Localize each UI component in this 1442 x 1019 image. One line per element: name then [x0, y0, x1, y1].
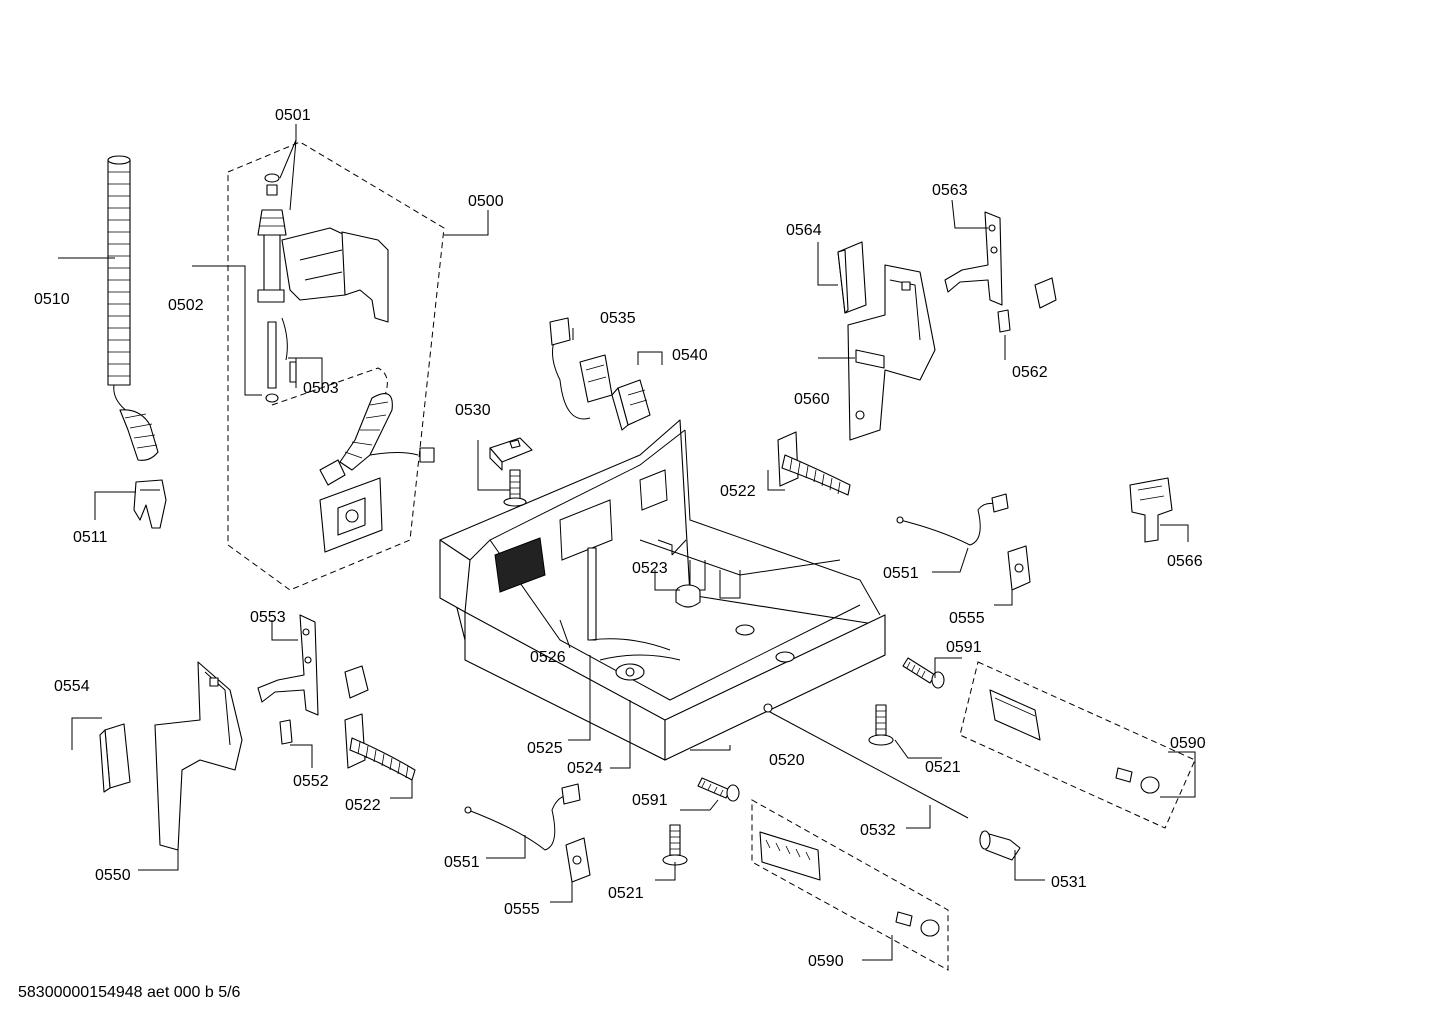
- bracket-0564: [837, 241, 867, 314]
- cable-holder-0555-right: [1007, 545, 1031, 591]
- drain-hose-0510: [107, 155, 159, 461]
- label-0550: 0550: [95, 867, 131, 884]
- label-0560: 0560: [794, 391, 830, 408]
- hose-outline-dashed: [271, 367, 388, 406]
- screw-0521-lower: [662, 824, 688, 866]
- hinge-plate-0553: [257, 614, 369, 716]
- label-0562: 0562: [1012, 364, 1048, 381]
- label-0526: 0526: [530, 649, 566, 666]
- label-0521-right: 0521: [925, 759, 961, 776]
- label-0554: 0554: [54, 678, 90, 695]
- bezel-0590-lower: [759, 831, 940, 937]
- bolt-0591-lower: [697, 777, 740, 802]
- spring-0522-upper: [777, 431, 851, 496]
- label-0540: 0540: [672, 347, 708, 364]
- label-0532: 0532: [860, 822, 896, 839]
- label-0530: 0530: [455, 402, 491, 419]
- spring-0522-lower: [344, 713, 416, 781]
- label-0564: 0564: [786, 222, 822, 239]
- cable-0535: [549, 317, 613, 420]
- label-0520: 0520: [769, 752, 805, 769]
- float-switch-0530: [489, 437, 533, 471]
- rod-0532: [769, 711, 969, 819]
- label-0531: 0531: [1051, 874, 1087, 891]
- hinge-bracket-0560: [847, 264, 936, 441]
- footer-code: 58300000154948 aet 000 b 5/6: [18, 984, 241, 1001]
- label-0510: 0510: [34, 291, 70, 308]
- label-0524: 0524: [567, 760, 603, 777]
- label-0566: 0566: [1167, 553, 1203, 570]
- group-outline-0590-upper: [959, 661, 1196, 829]
- label-0522-upper: 0522: [720, 483, 756, 500]
- label-0563: 0563: [932, 182, 968, 199]
- bezel-0590-upper: [989, 689, 1160, 794]
- label-0555-right: 0555: [949, 610, 985, 627]
- knob-0531: [979, 830, 1021, 861]
- cable-0551-left: [464, 783, 581, 851]
- water-valve-0502: [257, 173, 389, 403]
- label-0551-right: 0551: [883, 565, 919, 582]
- label-0503: 0503: [303, 380, 339, 397]
- label-0591-lower: 0591: [632, 792, 668, 809]
- label-0500: 0500: [468, 193, 504, 210]
- label-0590-lower: 0590: [808, 953, 844, 970]
- label-0535: 0535: [600, 310, 636, 327]
- clip-0562: [997, 277, 1057, 333]
- label-0522-lower: 0522: [345, 797, 381, 814]
- sensor-block-0540: [611, 379, 651, 431]
- hinge-bracket-0550: [154, 661, 243, 851]
- clip-0552: [279, 719, 293, 745]
- hose-clip-0511: [133, 479, 167, 529]
- label-0501: 0501: [275, 107, 311, 124]
- hinge-plate-0563: [944, 211, 1003, 306]
- screw-0521-right: [868, 704, 894, 746]
- cable-0551-right: [896, 493, 1009, 546]
- bolt-0591-upper: [902, 657, 945, 689]
- label-0552: 0552: [293, 773, 329, 790]
- leader-lines: [58, 124, 1196, 961]
- inlet-hose-section: [319, 393, 435, 486]
- label-0502: 0502: [168, 297, 204, 314]
- label-0523: 0523: [632, 560, 668, 577]
- bezel-0554: [99, 723, 131, 793]
- label-0551-left: 0551: [444, 854, 480, 871]
- label-0553: 0553: [250, 609, 286, 626]
- label-0590-upper: 0590: [1170, 735, 1206, 752]
- label-0525: 0525: [527, 740, 563, 757]
- label-0521-lower: 0521: [608, 885, 644, 902]
- group-outline-0590-lower: [751, 799, 949, 971]
- screw-0530: [503, 469, 527, 507]
- valve-0566: [1129, 477, 1173, 543]
- label-0591-upper: 0591: [946, 639, 982, 656]
- label-0555-lower: 0555: [504, 901, 540, 918]
- valve-bracket-plate: [319, 477, 383, 553]
- cable-holder-0555-left: [565, 837, 591, 883]
- label-0511: 0511: [73, 529, 108, 546]
